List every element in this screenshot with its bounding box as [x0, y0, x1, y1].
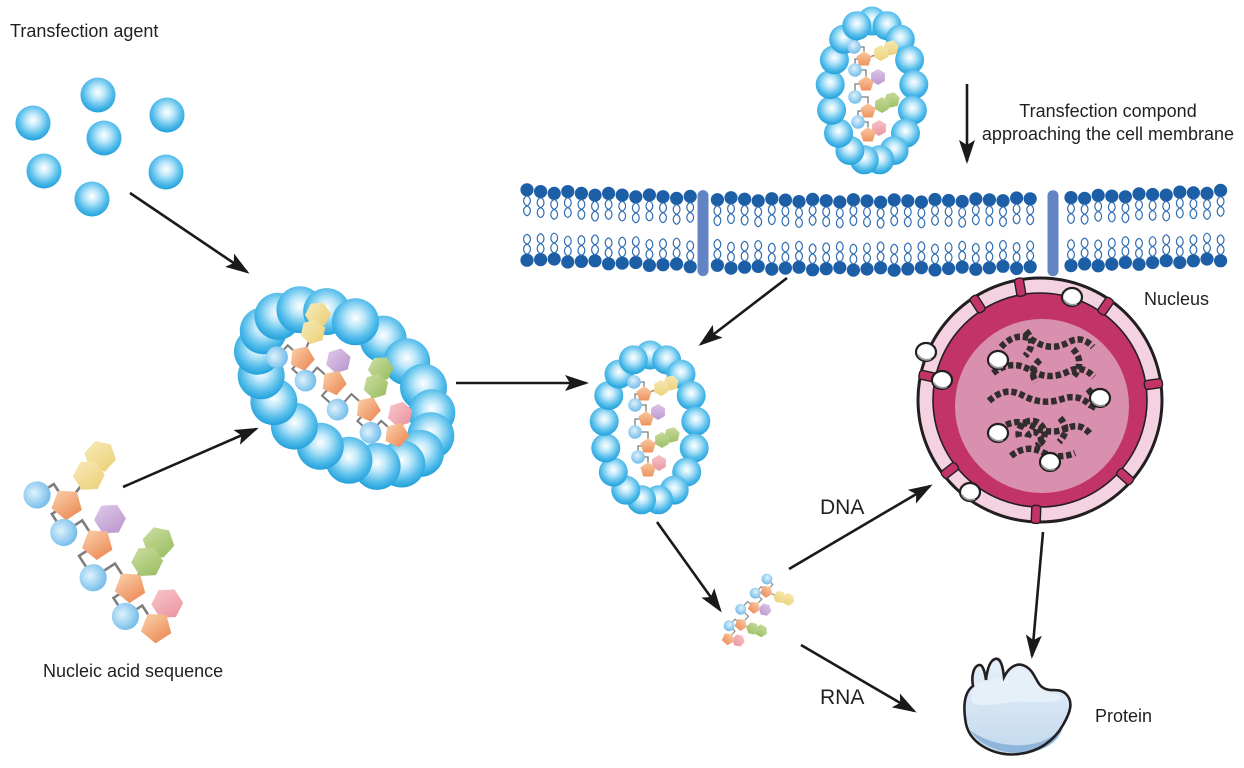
agent-sphere: [15, 105, 51, 141]
transfection-agent-particles: [15, 77, 185, 217]
arrow-sequence-to-complex: [122, 427, 259, 489]
complex-sphere-ring: [234, 286, 456, 490]
nuclear-pore: [958, 481, 982, 503]
nuclear-pore: [1060, 286, 1084, 308]
lipid-sphere: [899, 70, 929, 99]
nuclear-pore: [1038, 451, 1062, 473]
agent-sphere: [86, 120, 122, 156]
membrane-protein-channel: [1047, 190, 1059, 277]
lipid-sphere: [332, 298, 379, 346]
agent-sphere: [74, 181, 110, 217]
arrow-rna-to-protein: [800, 643, 917, 713]
lipid-sphere: [679, 433, 709, 463]
nuclear-pore: [914, 341, 938, 363]
nucleic-acid-sequence: [16, 432, 218, 663]
lipid-sphere: [824, 118, 853, 148]
labels-layer: Transfection agent Nucleic acid sequence…: [10, 21, 1234, 726]
nuclear-pore: [1088, 387, 1112, 409]
chromatin: [986, 328, 1097, 460]
envelope-segment-gap: [1030, 504, 1042, 525]
envelope-segment-gap: [1097, 296, 1115, 316]
transfection-compound: [815, 6, 929, 175]
lipid-sphere: [842, 11, 872, 41]
label-approaching-line1: Transfection compond: [1019, 101, 1196, 121]
endosome-inner-chain: [626, 374, 681, 478]
envelope-segment-gap: [1115, 467, 1135, 486]
label-protein: Protein: [1095, 706, 1152, 726]
agent-sphere: [149, 97, 185, 133]
membrane-protein-channel: [697, 190, 709, 277]
endosome-vesicle: [589, 340, 711, 515]
arrows: [122, 84, 1045, 713]
agent-sphere: [148, 154, 184, 190]
agent-sphere: [80, 77, 116, 113]
lipid-sphere: [598, 457, 628, 487]
lipid-sphere: [897, 95, 927, 125]
endosome-sphere-ring: [589, 340, 711, 515]
label-nucleus: Nucleus: [1144, 289, 1209, 309]
lipid-sphere: [591, 433, 621, 463]
agent-sphere: [26, 153, 62, 189]
nuclear-pore: [986, 422, 1010, 444]
lipid-sphere: [895, 45, 925, 75]
nucleic-acid-chain: [16, 432, 218, 663]
lipid-sphere: [676, 381, 706, 410]
arrow-membrane-to-endosome: [698, 276, 788, 346]
released-nucleic-acid: [711, 570, 799, 661]
nuclear-pore: [930, 369, 954, 391]
lipid-sphere: [618, 345, 648, 375]
cell-membrane: [520, 183, 1228, 277]
label-dna: DNA: [820, 496, 864, 519]
envelope-segment-gap: [1143, 378, 1164, 391]
nucleus: [914, 276, 1164, 525]
released-chain: [711, 570, 799, 661]
transfection-complex: [234, 286, 456, 490]
nuclear-pore: [986, 349, 1010, 371]
arrow-agent-to-complex: [129, 191, 250, 274]
arrow-dna-to-nucleus: [788, 484, 933, 571]
label-transfection-agent: Transfection agent: [10, 21, 158, 41]
protein: [963, 657, 1072, 756]
compound-inner-chain: [846, 39, 901, 143]
arrow-endosome-to-release: [655, 521, 722, 613]
envelope-segment-gap: [940, 461, 960, 480]
envelope-segment-gap: [969, 294, 986, 314]
lipid-sphere: [815, 70, 845, 99]
envelope-segment-gap: [1013, 277, 1027, 298]
label-rna: RNA: [820, 686, 864, 709]
compound-sphere-ring: [815, 6, 929, 175]
lipid-sphere: [681, 406, 711, 436]
arrow-nucleus-to-protein: [1025, 531, 1045, 659]
lipid-sphere: [817, 95, 847, 125]
illustration-layer: [15, 6, 1228, 756]
label-nucleic-acid-sequence: Nucleic acid sequence: [43, 661, 223, 681]
lipid-sphere: [589, 406, 619, 436]
label-approaching-line2: approaching the cell membrane: [982, 124, 1234, 144]
